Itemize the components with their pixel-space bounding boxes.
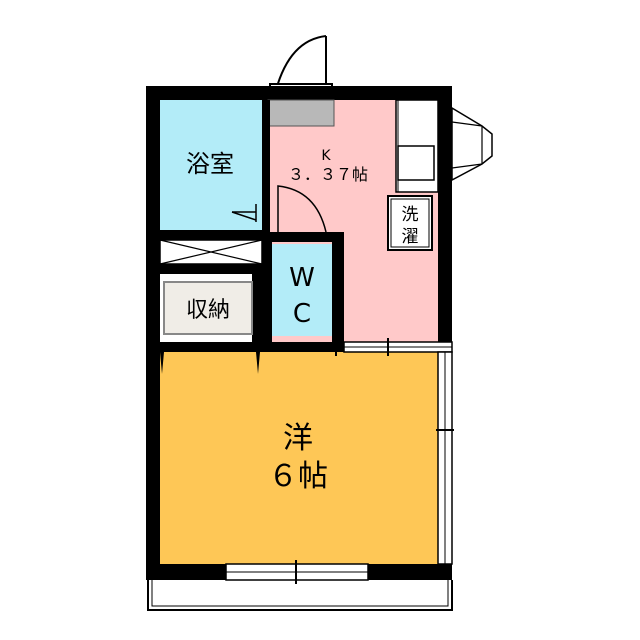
storage-outline: [163, 281, 253, 335]
bath-room-fill: [160, 100, 262, 230]
storage-label: 収納: [186, 298, 230, 323]
bath-label: 浴室: [186, 150, 234, 178]
laundry-box: [387, 195, 433, 251]
interior-walls: [146, 100, 344, 352]
storage-room-fill: [164, 282, 252, 334]
door-marks: [160, 352, 260, 374]
outer-walls: [146, 86, 452, 580]
wc-label-top: W: [289, 263, 315, 293]
upper-cabinet: [159, 239, 263, 265]
entrance-door: [269, 35, 333, 93]
western-label: 洋: [283, 421, 313, 456]
western-room-fill: [160, 352, 442, 564]
kitchen-counter: [395, 99, 439, 193]
kitchen-label: K: [321, 148, 331, 164]
wc-door: [277, 185, 327, 234]
western-partition: [335, 338, 453, 356]
laundry-label-bottom: 濯: [402, 227, 419, 247]
entry-step: [267, 99, 335, 127]
laundry-label-top: 洗: [402, 205, 419, 225]
kitchen-size: ３．３７帖: [288, 165, 368, 184]
bottom-window: [225, 560, 369, 584]
western-size: ６帖: [268, 459, 328, 494]
exterior-vent: [451, 106, 493, 182]
balcony: [147, 580, 453, 611]
right-window: [436, 351, 454, 565]
bath-door: [231, 204, 257, 222]
wc-label-bottom: C: [293, 299, 311, 329]
wc-room-fill: [272, 244, 332, 336]
